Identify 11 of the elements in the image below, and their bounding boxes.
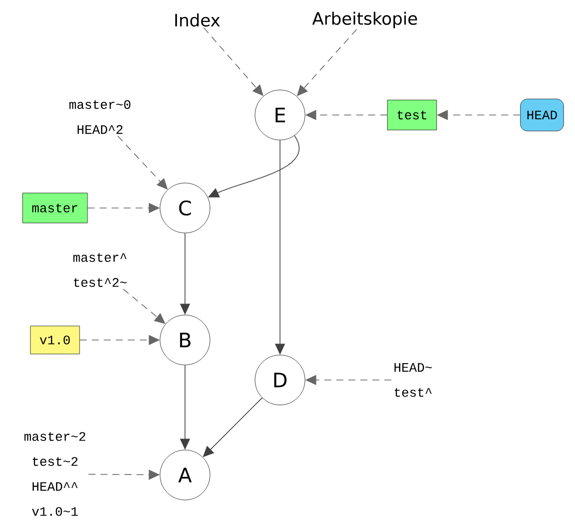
word-label: Arbeitskopie	[312, 12, 417, 28]
ref-label: master~0 HEAD^2	[69, 100, 130, 134]
head-box: HEAD	[520, 98, 564, 132]
word-label: Index	[175, 13, 220, 27]
tag-box: v1.0	[30, 326, 80, 354]
ref-label: master^ test^2~	[73, 253, 127, 287]
arrow	[203, 27, 264, 96]
branch-box: test	[387, 100, 437, 130]
branch-box: master	[22, 192, 88, 224]
ref-label: HEAD~ test^	[394, 363, 432, 397]
ref-label: master~2 test~2 HEAD^^ v1.0~1	[24, 432, 86, 516]
